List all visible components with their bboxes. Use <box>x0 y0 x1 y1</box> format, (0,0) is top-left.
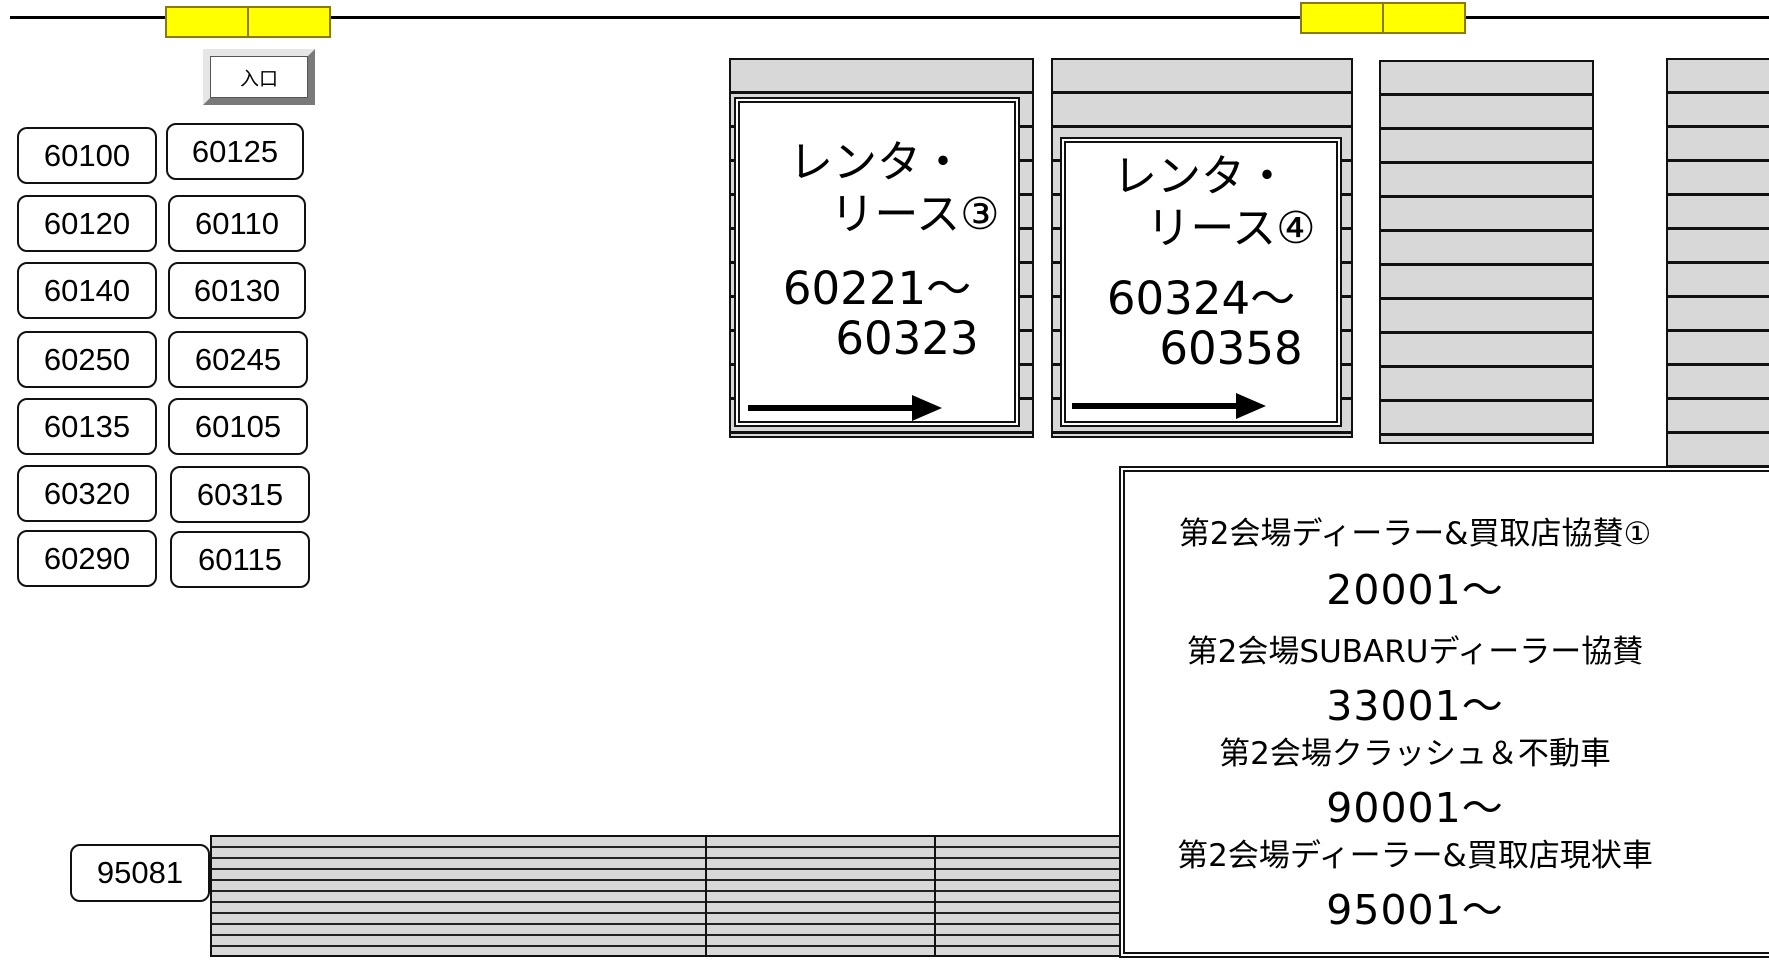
info-number-4: 95001～ <box>1326 886 1504 934</box>
arrow-line-4 <box>1072 403 1238 409</box>
rental-lease-3-title-1: レンタ・ <box>789 137 965 188</box>
rental-lease-3-title-2: リース③ <box>830 189 1000 240</box>
parking-area-middle <box>1379 60 1594 444</box>
lot-left-2[interactable]: 60120 <box>17 195 157 252</box>
rental-lease-4-range-end: 60358 <box>1159 322 1303 375</box>
rental-lease-3-range-start: 60221～ <box>782 262 972 315</box>
gate-left <box>165 6 331 38</box>
arrow-line-3 <box>748 405 914 411</box>
info-label-3: 第2会場クラッシュ＆不動車 <box>1219 736 1611 772</box>
lot-right-1[interactable]: 60125 <box>166 123 304 180</box>
lot-left-5[interactable]: 60135 <box>17 398 157 455</box>
parking-area-right <box>1666 58 1769 478</box>
lot-right-5[interactable]: 60105 <box>168 398 308 455</box>
parking-area-bottom <box>210 835 1130 957</box>
info-label-2: 第2会場SUBARUディーラー協賛 <box>1186 634 1644 670</box>
rental-lease-4-range-start: 60324～ <box>1106 272 1296 325</box>
lot-bottom[interactable]: 95081 <box>70 844 210 902</box>
lot-left-4[interactable]: 60250 <box>17 331 157 388</box>
lot-right-6[interactable]: 60315 <box>170 466 310 523</box>
arrow-right-icon <box>912 395 942 421</box>
lot-right-2[interactable]: 60110 <box>168 195 306 252</box>
rental-lease-4-title-2: リース④ <box>1146 203 1316 254</box>
lot-left-6[interactable]: 60320 <box>17 465 157 522</box>
info-label-1: 第2会場ディーラー&買取店協賛① <box>1178 516 1652 552</box>
top-fence-line <box>10 16 1769 19</box>
lot-left-7[interactable]: 60290 <box>17 530 157 587</box>
info-number-1: 20001～ <box>1326 566 1504 614</box>
lot-right-3[interactable]: 60130 <box>168 262 306 319</box>
lot-left-1[interactable]: 60100 <box>17 127 157 184</box>
entrance-label: 入口 <box>210 56 308 98</box>
info-label-4: 第2会場ディーラー&買取店現状車 <box>1177 838 1653 874</box>
arrow-right-icon <box>1236 393 1266 419</box>
rental-lease-3-box[interactable]: レンタ・ リース③ 60221～ 60323 <box>734 97 1020 427</box>
lot-right-7[interactable]: 60115 <box>170 531 310 588</box>
entrance-sign: 入口 <box>203 49 315 105</box>
rental-lease-4-title-1: レンタ・ <box>1113 151 1289 202</box>
info-number-2: 33001～ <box>1326 682 1504 730</box>
gate-right <box>1300 2 1466 34</box>
venue-info-box: 第2会場ディーラー&買取店協賛① 20001～ 第2会場SUBARUディーラー協… <box>1119 466 1769 958</box>
rental-lease-3-range-end: 60323 <box>835 312 979 365</box>
info-number-3: 90001～ <box>1326 784 1504 832</box>
lot-left-3[interactable]: 60140 <box>17 262 157 319</box>
rental-lease-4-box[interactable]: レンタ・ リース④ 60324～ 60358 <box>1060 137 1342 427</box>
lot-right-4[interactable]: 60245 <box>168 331 308 388</box>
